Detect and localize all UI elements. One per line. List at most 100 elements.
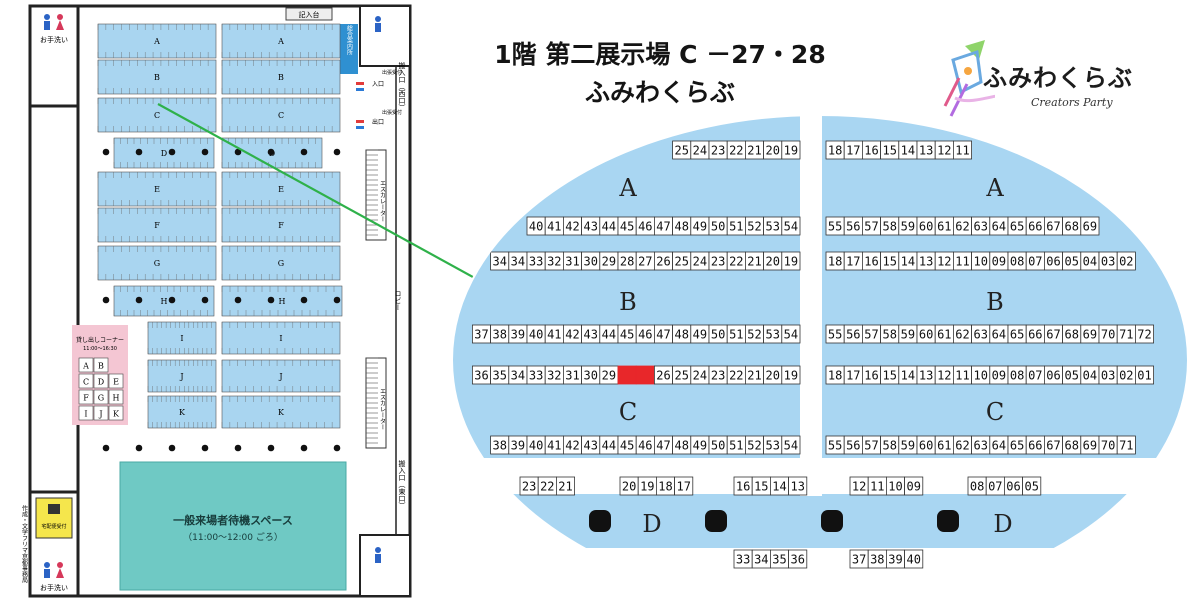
column-dot <box>267 148 275 156</box>
booth-number: 23 <box>711 144 725 158</box>
booth-number: 64 <box>992 439 1006 453</box>
booth-cell <box>674 476 694 496</box>
column-dot <box>201 444 209 452</box>
column-dot <box>201 296 209 304</box>
booth-number: 19 <box>784 369 798 383</box>
booth-cell <box>1080 216 1100 236</box>
column-dot <box>168 296 176 304</box>
overview-block-letter: J <box>278 372 282 381</box>
overview-booth-block <box>97 171 217 207</box>
booth-number: 62 <box>955 328 969 342</box>
booth-number: 52 <box>747 328 761 342</box>
column-dot <box>300 296 308 304</box>
booth-number: 53 <box>765 439 779 453</box>
booth-number: 57 <box>864 220 878 234</box>
overview-booth-block <box>97 59 217 95</box>
booth-number: 64 <box>992 220 1006 234</box>
entrance-east-label: 搬入口（東口） <box>398 459 406 509</box>
lending-slot <box>108 389 124 405</box>
overview-booth-block <box>221 285 343 317</box>
booth-number: 32 <box>547 369 561 383</box>
pillar <box>705 510 727 532</box>
booth-cell <box>781 365 801 385</box>
booth-number: 65 <box>1010 328 1024 342</box>
booth-number: 48 <box>674 328 688 342</box>
pillar <box>589 510 611 532</box>
column-dot <box>333 444 341 452</box>
lobby-label: ロビー <box>394 290 402 311</box>
page-title: 1階 第二展示場 C －27・28 ふみわくらぶ <box>440 36 880 112</box>
booth-number: 47 <box>656 220 670 234</box>
lending-slot <box>78 389 94 405</box>
booth-cell <box>781 324 801 344</box>
overview-booth-block <box>147 321 217 355</box>
escalator-label-top: エスカレーター <box>379 180 386 222</box>
restroom-icon <box>375 547 381 563</box>
booth-number: 13 <box>919 369 933 383</box>
booth-number: 12 <box>937 255 951 269</box>
lending-slot <box>93 389 109 405</box>
booth-cell <box>781 251 801 271</box>
overview-block-letter: B <box>278 73 284 82</box>
lending-slot <box>78 405 94 421</box>
booth-number: 20 <box>765 255 779 269</box>
booth-cell <box>635 365 655 385</box>
booth-number: 05 <box>1064 255 1078 269</box>
d-row-aisle-bottom <box>452 548 1188 600</box>
booth-number: 60 <box>919 220 933 234</box>
luggage-label: 宅配便受付 <box>41 523 66 530</box>
booth-number: 38 <box>870 553 884 567</box>
booth-number: 41 <box>547 220 561 234</box>
booth-number: 13 <box>919 255 933 269</box>
overview-block-letter: K <box>179 408 186 417</box>
booth-number: 51 <box>729 328 743 342</box>
booth-number: 40 <box>529 328 543 342</box>
logo-brand-text: ふみわくらぶ <box>983 64 1133 92</box>
booth-cell <box>1135 365 1155 385</box>
booth-number: 58 <box>882 328 896 342</box>
booth-number: 51 <box>729 220 743 234</box>
booth-number: 42 <box>565 439 579 453</box>
booth-number: 11 <box>955 369 969 383</box>
credit-label: 作成・文学フリマ京都事務局 <box>21 504 28 584</box>
booth-number: 70 <box>1101 439 1115 453</box>
booth-number: 44 <box>602 220 616 234</box>
booth-number: 05 <box>1064 369 1078 383</box>
booth-number: 29 <box>602 369 616 383</box>
overview-booth-block <box>221 207 341 243</box>
booth-number: 72 <box>1137 328 1151 342</box>
booth-number: 34 <box>511 369 525 383</box>
lending-slot-letter: I <box>84 410 87 419</box>
booth-number: 68 <box>1064 328 1078 342</box>
booth-cell <box>788 549 808 569</box>
booth-number: 06 <box>1046 369 1060 383</box>
overview-booth-block <box>147 359 217 393</box>
booth-number: 66 <box>1028 328 1042 342</box>
zoom-block-letter: C <box>986 398 1004 426</box>
booth-number: 11 <box>955 144 969 158</box>
overview-block-letter: G <box>154 259 160 268</box>
booth-number: 07 <box>1028 255 1042 269</box>
booth-number: 39 <box>511 439 525 453</box>
booth-number: 61 <box>937 220 951 234</box>
zoom-block-letter: C <box>619 398 637 426</box>
overview-block-letter: G <box>278 259 284 268</box>
booth-number: 63 <box>973 328 987 342</box>
booth-number: 24 <box>693 369 707 383</box>
booth-number: 66 <box>1028 220 1042 234</box>
overview-booth-block <box>221 59 341 95</box>
booth-number: 55 <box>828 220 842 234</box>
lending-slot <box>93 405 109 421</box>
booth-number: 53 <box>765 220 779 234</box>
booth-number: 20 <box>765 144 779 158</box>
booth-number: 34 <box>511 255 525 269</box>
restroom-right-top <box>359 5 411 67</box>
booth-number: 09 <box>992 369 1006 383</box>
lending-slot-letter: E <box>113 378 119 387</box>
booth-number: 33 <box>529 255 543 269</box>
booth-number: 40 <box>529 439 543 453</box>
booth-number: 26 <box>656 369 670 383</box>
lending-slot <box>78 357 94 373</box>
overview-booth-block <box>221 359 341 393</box>
booth-cell <box>556 476 576 496</box>
